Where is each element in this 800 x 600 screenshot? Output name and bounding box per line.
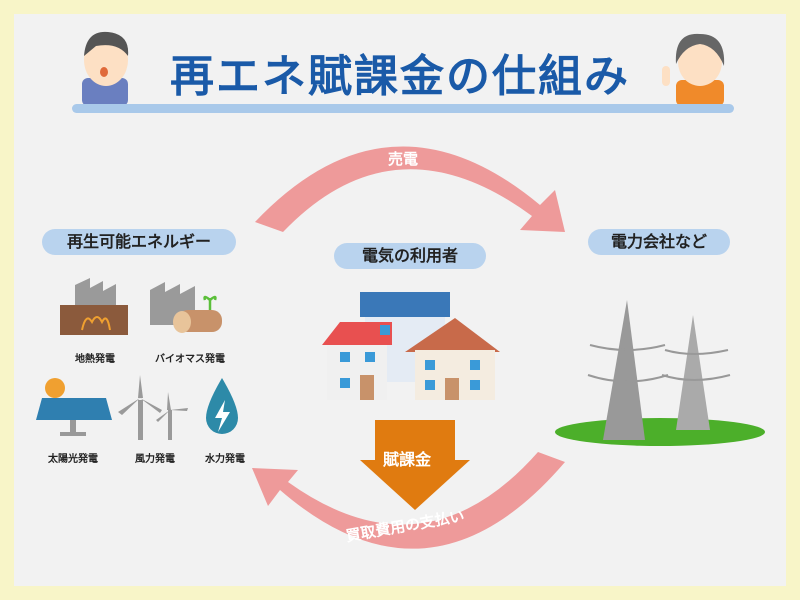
levy-arrow [360, 420, 470, 510]
power-tower-icon [555, 300, 765, 446]
geothermal-icon [60, 278, 128, 335]
geothermal-label: 地熱発電 [75, 354, 115, 365]
wind-label: 風力発電 [135, 454, 175, 465]
woman-character [662, 33, 725, 106]
solar-label: 太陽光発電 [48, 454, 98, 465]
sell-label: 売電 [388, 150, 419, 168]
biomass-label: バイオマス発電 [155, 354, 225, 365]
hydro-icon [206, 378, 238, 434]
solar-icon [36, 378, 112, 436]
electricity-user-label: 電気の利用者 [334, 243, 486, 269]
levy-label: 賦課金 [383, 450, 432, 469]
sell-arrow [255, 146, 565, 232]
biomass-icon [150, 282, 222, 333]
hydro-label: 水力発電 [205, 454, 245, 465]
renewable-energy-label: 再生可能エネルギー [42, 229, 236, 255]
page-title: 再エネ賦課金の仕組み [170, 51, 630, 102]
houses-icon [322, 292, 500, 400]
man-character [82, 31, 129, 106]
power-company-label: 電力会社など [588, 229, 730, 255]
wind-icon [118, 375, 188, 440]
title-underline [72, 104, 734, 113]
payment-arrow [252, 452, 565, 549]
